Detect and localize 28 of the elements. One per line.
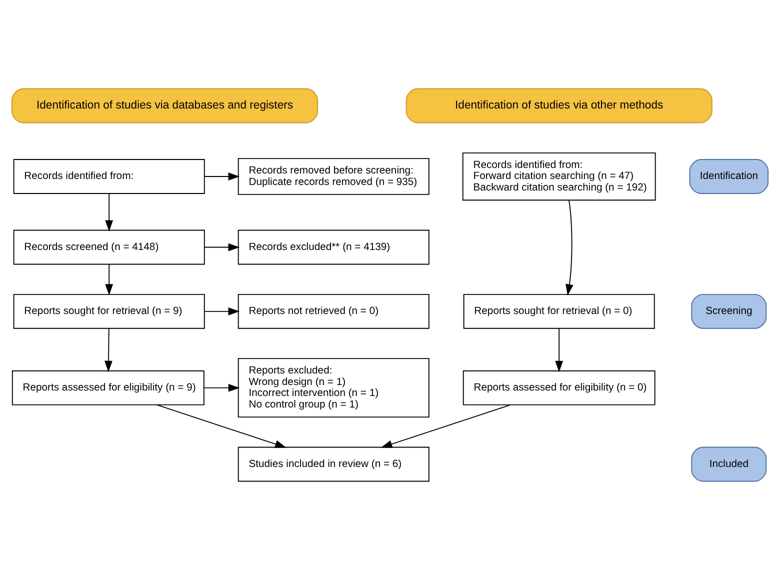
- node-box: Records screened (n = 4148): [13, 230, 205, 265]
- node-box: Identification: [689, 159, 769, 194]
- node-box: Reports not retrieved (n = 0): [238, 294, 430, 329]
- node-box: Records identified from:: [13, 159, 205, 194]
- node-box: Studies included in review (n = 6): [238, 446, 430, 482]
- arrow: [204, 172, 240, 180]
- arrow: [380, 404, 511, 448]
- node-box: Screening: [691, 294, 767, 329]
- arrow: [204, 243, 240, 252]
- node-box: Records excluded** (n = 4139): [238, 230, 430, 265]
- node-box: Reports assessed for eligibility (n = 0): [462, 370, 656, 406]
- node-box: Identification of studies via other methods: [406, 88, 712, 124]
- node-box: Included: [691, 446, 767, 482]
- arrow: [204, 384, 240, 392]
- node-box: Records removed before screening: Duplicate records removed (n = 935): [238, 158, 430, 195]
- node-box: Reports sought for retrieval (n = 9): [13, 294, 205, 329]
- node-box: Identification of studies via databases and registers: [11, 88, 318, 124]
- node-box: Reports excluded: Wrong design (n = 1) Incorrect intervention (n = 1) No control group (n = 1): [238, 358, 430, 418]
- node-box: Reports sought for retrieval (n = 0): [463, 294, 655, 329]
- arrow: [156, 404, 286, 448]
- arrow: [555, 328, 564, 372]
- node-box: Reports assessed for eligibility (n = 9): [12, 370, 204, 406]
- node-box: Records identified from: Forward citation searching (n = 47) Backward citation searching (n = 192): [462, 152, 656, 201]
- arrow: [204, 307, 240, 316]
- arrow: [566, 200, 574, 296]
- arrow: [105, 264, 114, 296]
- arrow: [104, 328, 112, 372]
- arrow: [105, 193, 114, 232]
